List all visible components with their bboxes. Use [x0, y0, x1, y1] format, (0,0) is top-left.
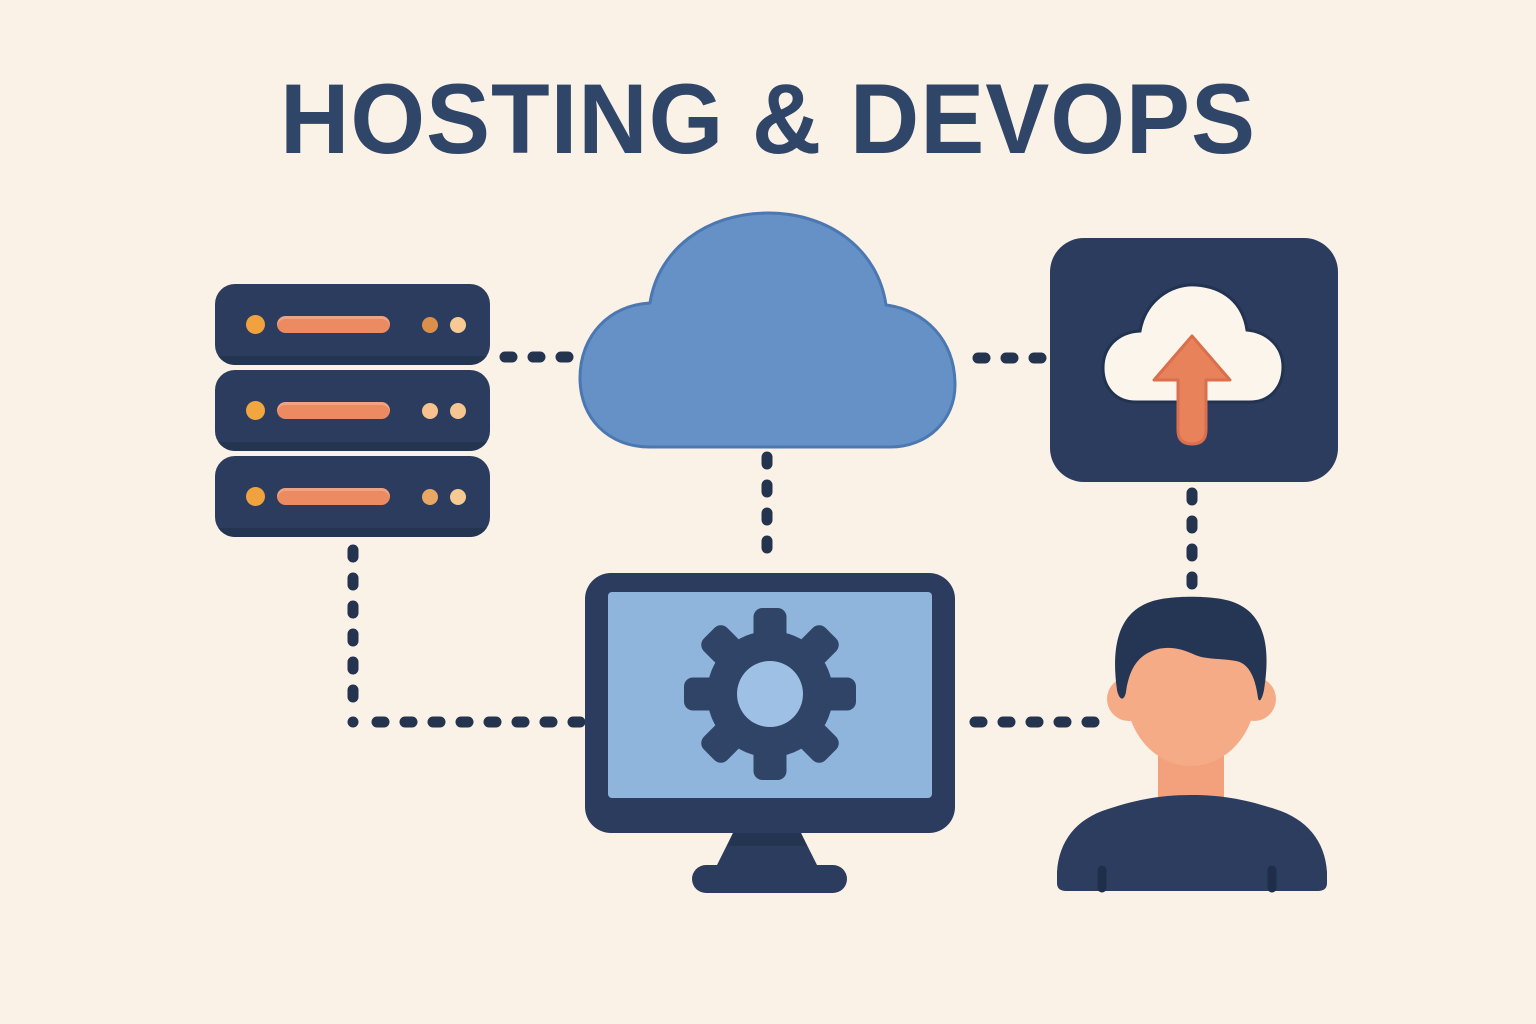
server-light — [422, 403, 438, 419]
server-led — [246, 401, 265, 420]
monitor-stand-neck — [716, 833, 818, 867]
server-light — [422, 317, 438, 333]
server-light — [450, 317, 466, 333]
neck — [1158, 742, 1224, 808]
server-light — [450, 403, 466, 419]
server-edge — [215, 442, 490, 451]
server-unit — [215, 370, 490, 451]
server-led — [246, 315, 265, 334]
gear-center-hole — [737, 661, 803, 727]
face — [1126, 618, 1256, 766]
monitor-stand-base — [692, 865, 847, 893]
monitor-screen — [608, 592, 932, 798]
server-stack-icon — [215, 284, 490, 537]
server-edge — [215, 356, 490, 365]
server-edge — [215, 528, 490, 537]
server-light — [422, 489, 438, 505]
gear-icon — [684, 608, 856, 780]
server-unit — [215, 456, 490, 537]
upload-box-background — [1050, 238, 1338, 482]
server-light — [450, 489, 466, 505]
cloud-shape — [578, 211, 957, 449]
upload-cloud-shape — [1101, 283, 1285, 404]
shirt — [1057, 795, 1327, 891]
ear-right — [1232, 677, 1276, 721]
hair — [1115, 596, 1267, 701]
monitor-stand-shadow — [727, 833, 807, 846]
ear-left — [1107, 677, 1151, 721]
server-led — [246, 487, 265, 506]
server-slot-bar — [277, 402, 390, 419]
monitor-bezel — [585, 573, 955, 833]
server-unit — [215, 284, 490, 365]
page-title: HOSTING & DEVOPS — [280, 63, 1256, 174]
server-slot-bar — [277, 316, 390, 333]
connector-corner-dot — [347, 716, 359, 728]
server-slot-bar — [277, 488, 390, 505]
upload-arrow-icon — [1152, 334, 1232, 446]
